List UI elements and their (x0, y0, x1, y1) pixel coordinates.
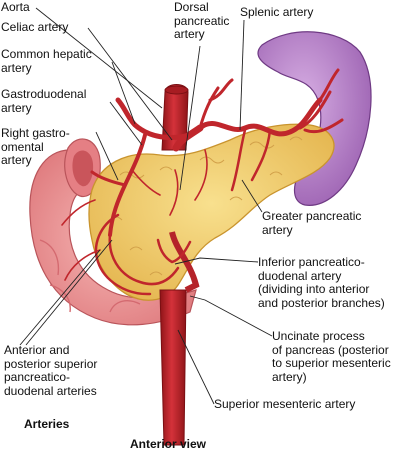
splenic-artery-to-spleen (298, 68, 344, 134)
label-common-hepatic-artery: Common hepatic artery (1, 47, 92, 75)
greater-pancreatic-vessel (230, 128, 272, 192)
label-superior-mesenteric-artery: Superior mesenteric artery (214, 397, 356, 411)
duodenum-folds (39, 239, 141, 313)
leader-superior-mesenteric (177, 329, 215, 405)
caption-anterior-view: Anterior view (130, 437, 207, 451)
spleen (257, 31, 372, 206)
label-splenic-artery: Splenic artery (240, 5, 314, 19)
leader-splenic (239, 19, 245, 131)
leader-anterior-posterior-superior-b (25, 239, 113, 346)
superior-mesenteric-artery-trunk (159, 289, 187, 446)
leader-gastroduodenal (109, 101, 143, 146)
leader-dorsal-pancreatic (179, 45, 201, 191)
leader-celiac-artery (87, 27, 173, 141)
superior-mesenteric-vessel (169, 231, 200, 293)
arterial-branches (61, 68, 344, 296)
common-hepatic-vessel (115, 97, 193, 140)
label-uncinate-process: Uncinate process of pancreas (posterior … (272, 329, 391, 384)
leader-lines (19, 7, 273, 405)
label-right-gastroomental-artery: Right gastro- omental artery (1, 126, 70, 167)
dorsal-pancreatic-vessel (198, 78, 234, 130)
leader-inferior-pancreaticoduodenal (174, 257, 259, 265)
pancreas (88, 123, 335, 301)
label-dorsal-pancreatic-artery: Dorsal pancreatic artery (174, 0, 230, 41)
leader-greater-pancreatic (241, 179, 263, 213)
heading-arteries: Arteries (24, 417, 70, 431)
aorta-cut (164, 85, 189, 95)
leader-uncinate (189, 295, 273, 337)
leader-anterior-posterior-superior-a (19, 249, 101, 346)
leader-right-gastroomental (95, 131, 119, 181)
leader-common-hepatic (111, 61, 136, 125)
leader-aorta (35, 7, 163, 109)
label-celiac-artery: Celiac artery (1, 20, 69, 34)
label-anterior-posterior-superior-pancreaticoduodenal: Anterior and posterior superior pancreat… (4, 343, 98, 398)
label-greater-pancreatic-artery: Greater pancreatic artery (262, 209, 362, 237)
duodenum-lumen (72, 150, 94, 187)
label-aorta: Aorta (1, 0, 30, 14)
pancreaticoduodenal-arcades (94, 213, 180, 296)
label-gastroduodenal-artery: Gastroduodenal artery (1, 87, 87, 115)
fine-branches (61, 149, 208, 281)
inferior-pancreaticoduodenal-vessel (156, 238, 192, 264)
splenic-artery-path (197, 97, 323, 137)
label-inferior-pancreaticoduodenal-artery: Inferior pancreatico- duodenal artery (d… (258, 255, 385, 310)
right-gastroomental-vessel (90, 170, 127, 187)
